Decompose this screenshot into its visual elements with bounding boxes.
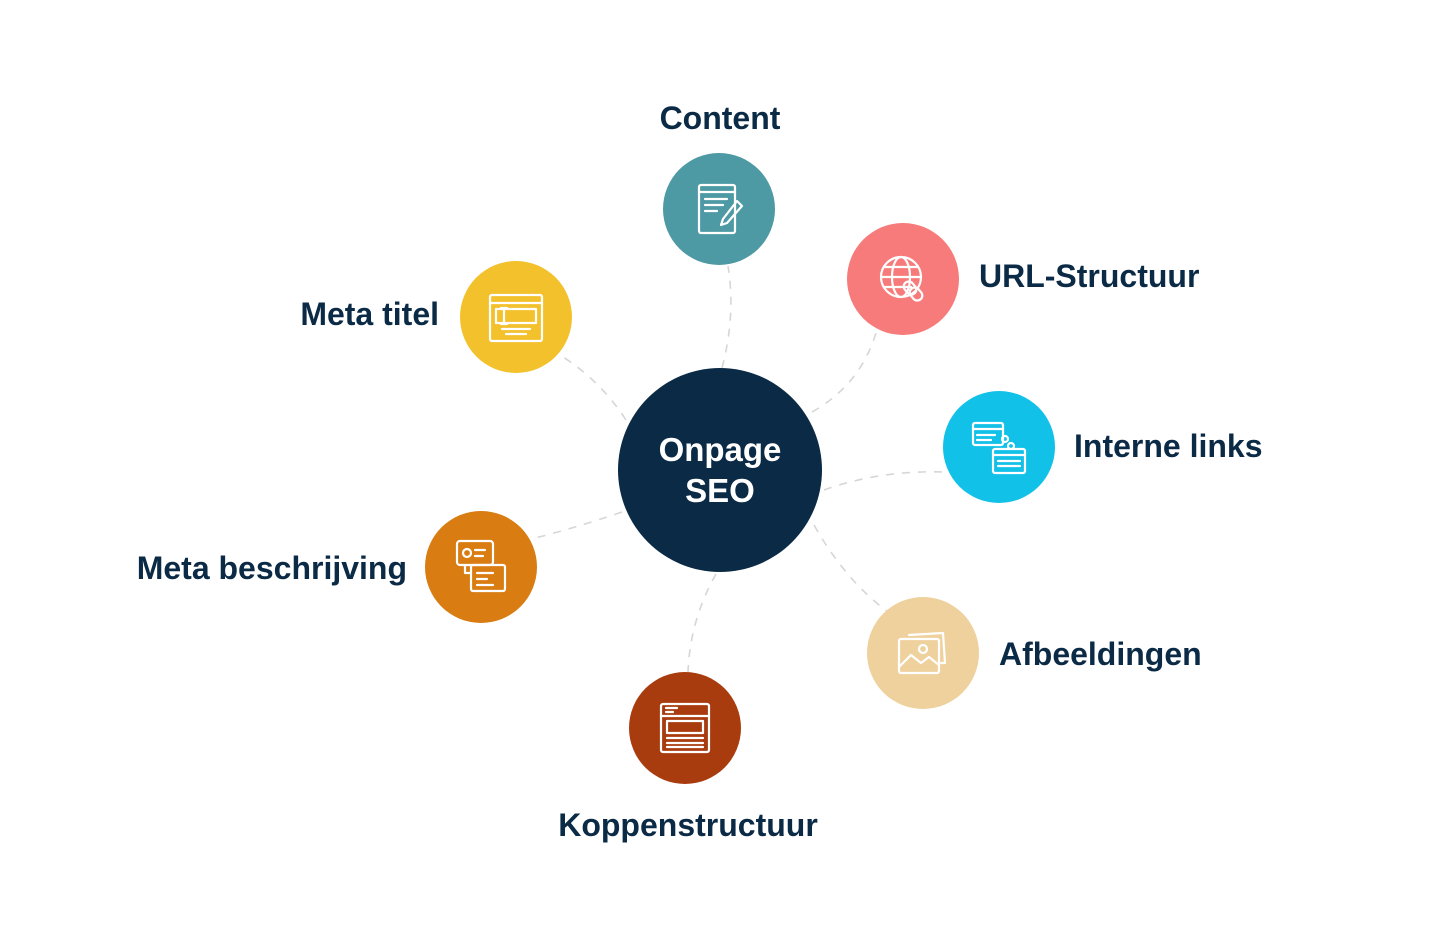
text-frame-icon: [488, 293, 544, 343]
label-meta-titel: Meta titel: [300, 296, 439, 332]
connector-interne: [823, 471, 945, 491]
connector-afbeeldingen: [813, 524, 889, 613]
node-meta-beschrijving: [425, 511, 537, 623]
node-interne-links: [943, 391, 1055, 503]
center-node-onpage-seo: Onpage SEO: [618, 368, 822, 572]
label-koppenstructuur: Koppenstructuur: [558, 807, 818, 843]
center-line1: Onpage: [658, 431, 782, 468]
label-afbeeldingen: Afbeeldingen: [999, 636, 1202, 672]
connector-content: [721, 265, 732, 369]
node-content: [663, 153, 775, 265]
page-layout-icon: [659, 702, 711, 754]
document-pencil-icon: [697, 183, 744, 235]
connector-metabeschrijving: [534, 511, 623, 539]
label-interne-links: Interne links: [1074, 428, 1263, 464]
connector-metatitel: [559, 354, 627, 421]
node-meta-titel: [460, 261, 572, 373]
connector-url: [811, 332, 877, 413]
linked-pages-icon: [971, 421, 1027, 475]
label-content: Content: [659, 100, 781, 136]
node-koppenstructuur: [629, 672, 741, 784]
chat-cards-icon: [455, 539, 507, 593]
node-url-structuur: [847, 223, 959, 335]
globe-link-icon: [879, 255, 924, 302]
center-line2: SEO: [685, 472, 755, 509]
label-url-structuur: URL-Structuur: [979, 258, 1200, 294]
node-afbeeldingen: [867, 597, 979, 709]
images-icon: [897, 631, 947, 675]
label-meta-beschrijving: Meta beschrijving: [136, 550, 407, 586]
connector-koppen: [687, 573, 717, 673]
